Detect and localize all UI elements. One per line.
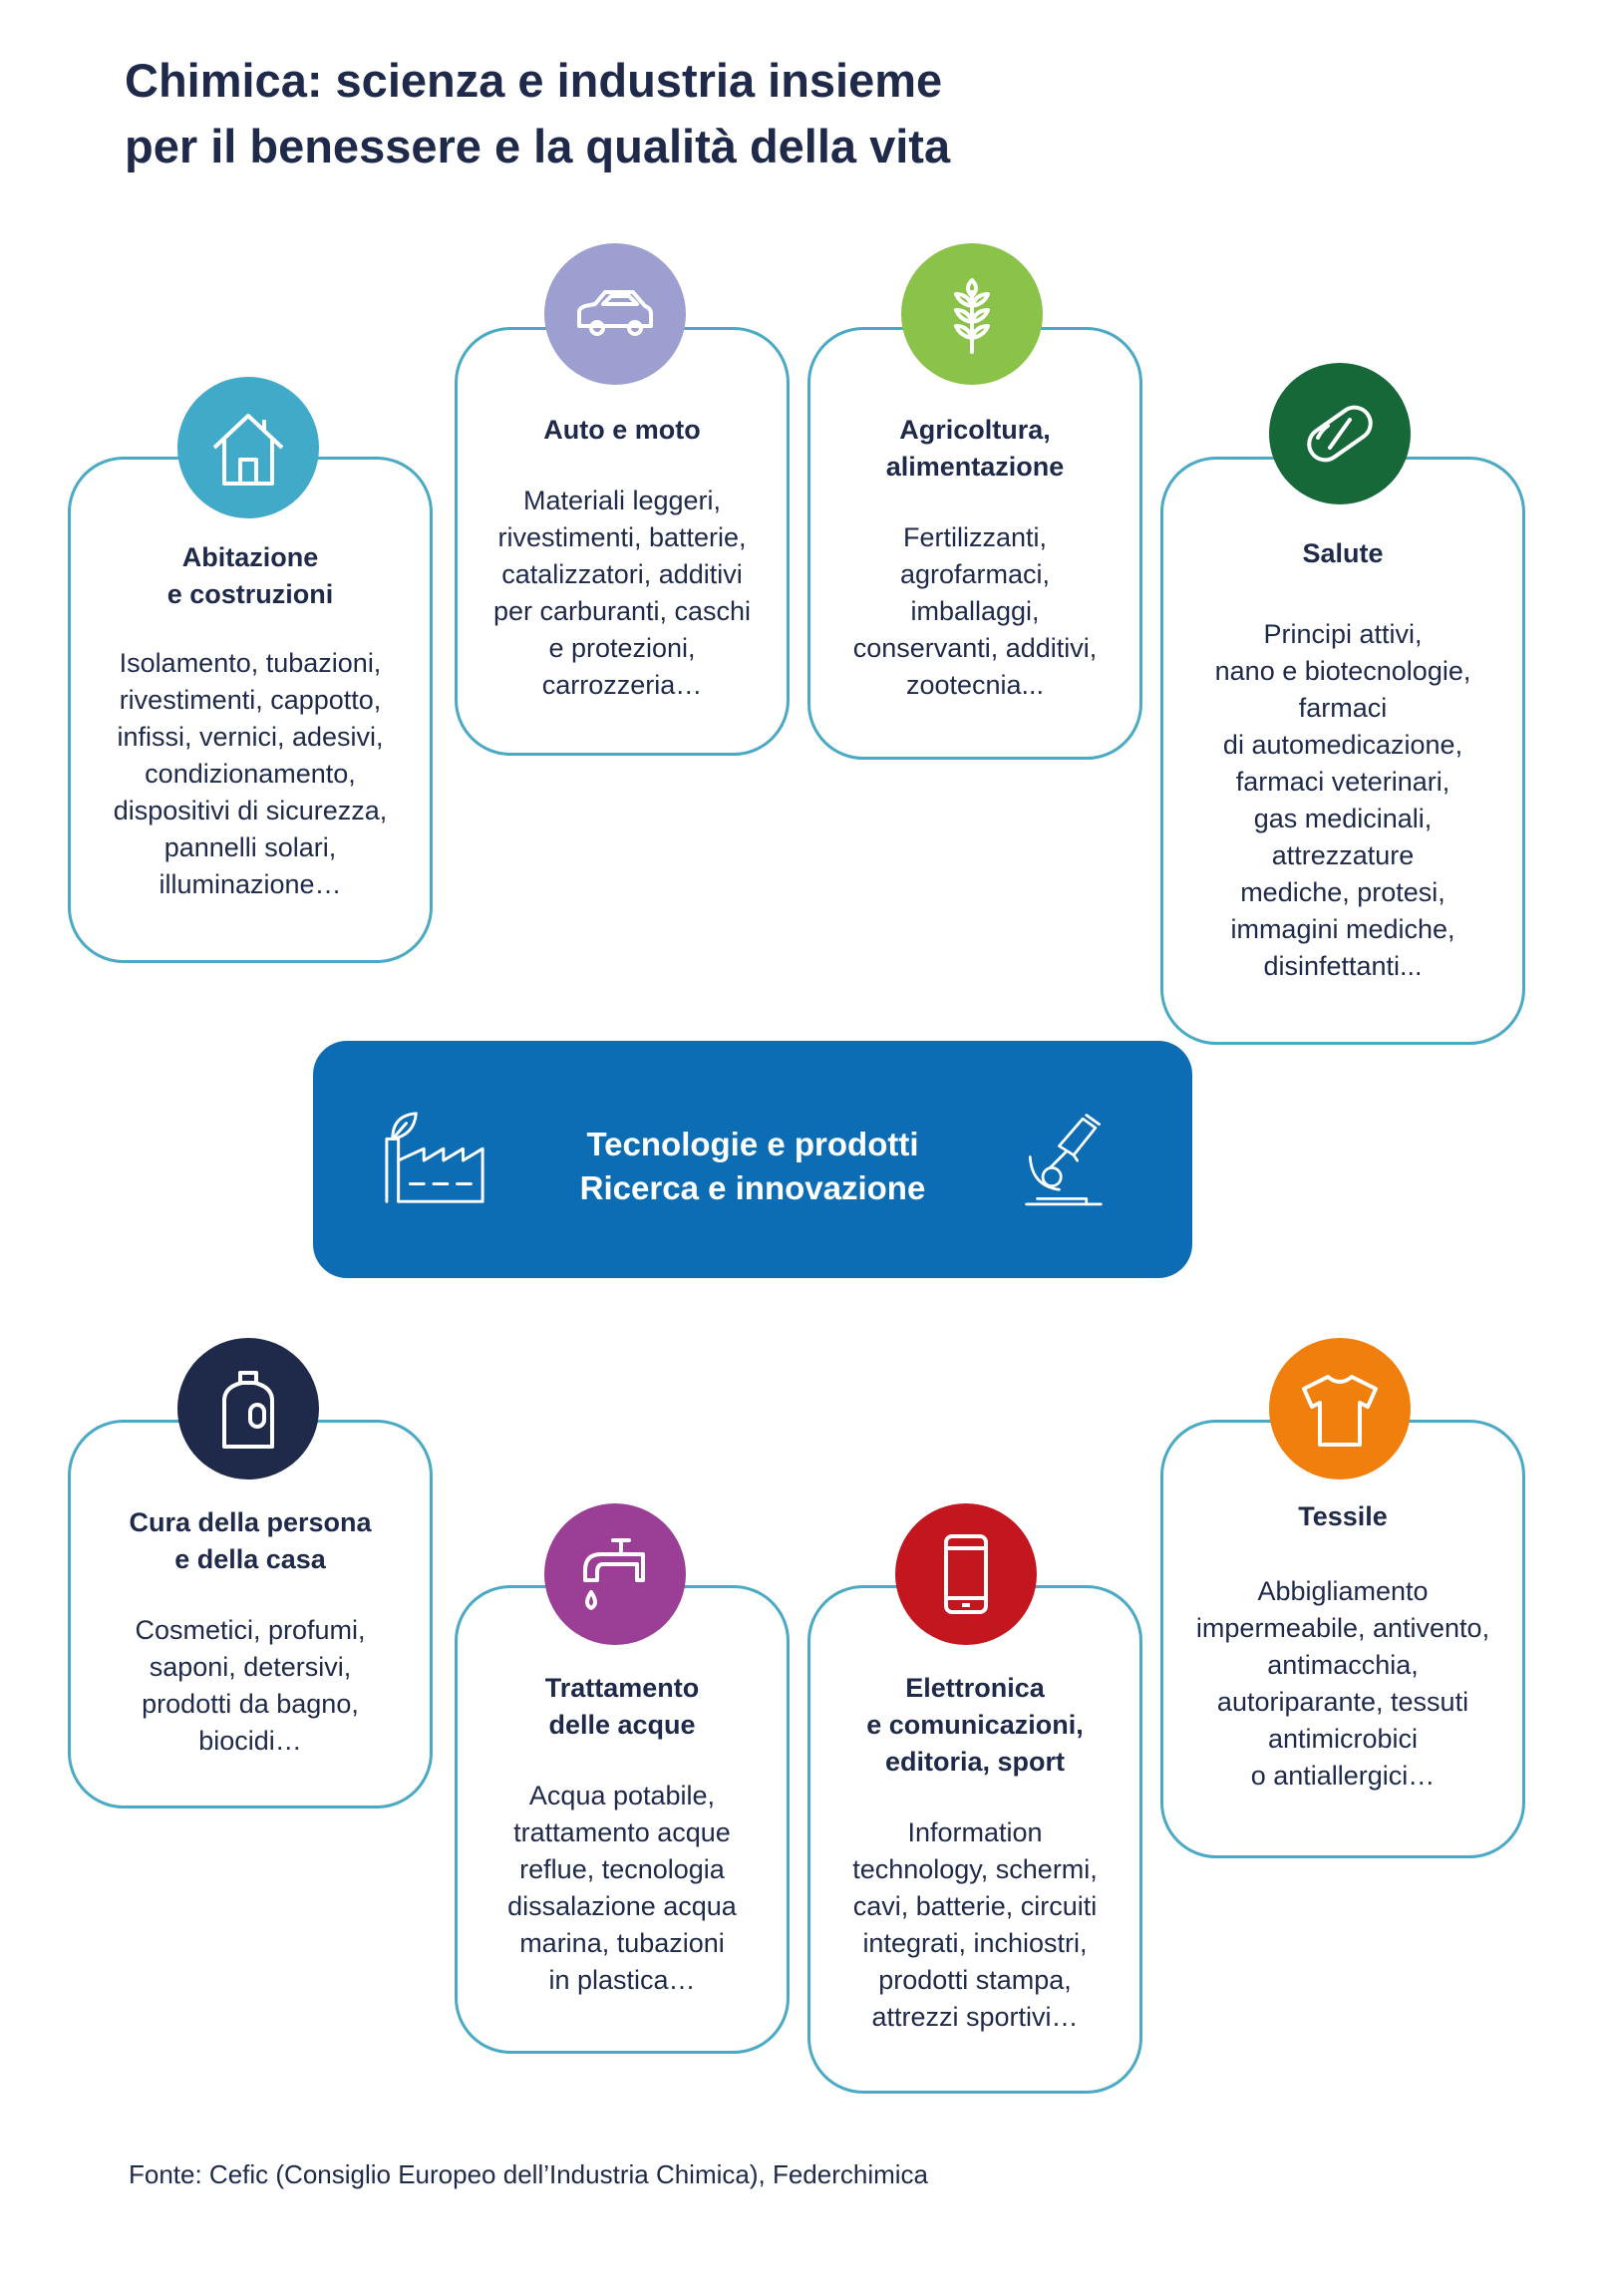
- card-body: Acqua potabile, trattamento acque reflue…: [507, 1781, 737, 1995]
- title-line-1: Chimica: scienza e industria insieme: [125, 54, 943, 107]
- card-tessile: Tessile Abbigliamento impermeabile, anti…: [1160, 1420, 1525, 1858]
- card-salute: Salute Principi attivi, nano e biotecnol…: [1160, 457, 1525, 1045]
- card-title: Abitazione e costruzioni: [166, 542, 334, 609]
- microscope-icon: [1025, 1114, 1103, 1206]
- card-body: Cosmetici, profumi, saponi, detersivi, p…: [135, 1615, 366, 1756]
- bottle-icon: [177, 1338, 319, 1479]
- title-line-2: per il benessere e la qualità della vita: [125, 120, 951, 172]
- card-elettronica: Elettronica e comunicazioni, editoria, s…: [807, 1585, 1142, 2094]
- house-icon: [177, 377, 319, 518]
- faucet-icon: [544, 1503, 686, 1645]
- card-abitazione: Abitazione e costruzioni Isolamento, tub…: [68, 457, 433, 963]
- center-banner: Tecnologie e prodotti Ricerca e innovazi…: [313, 1041, 1192, 1278]
- card-acque: Trattamento delle acque Acqua potabile, …: [455, 1585, 790, 2054]
- card-agricoltura: Agricoltura, alimentazione Fertilizzanti…: [807, 327, 1142, 760]
- source-note: Fonte: Cefic (Consiglio Europeo dell’Ind…: [129, 2159, 929, 2189]
- card-cura: Cura della persona e della casa Cosmetic…: [68, 1420, 433, 1808]
- card-body: Isolamento, tubazioni, rivestimenti, cap…: [113, 648, 388, 899]
- card-title: Elettronica e comunicazioni, editoria, s…: [866, 1673, 1084, 1777]
- center-line-1: Tecnologie e prodotti: [586, 1126, 919, 1162]
- center-line-2: Ricerca e innovazione: [579, 1169, 926, 1206]
- card-title: Auto e moto: [543, 415, 701, 445]
- card-body: Fertilizzanti, agrofarmaci, imballaggi, …: [852, 522, 1098, 700]
- center-text: Tecnologie e prodotti Ricerca e innovazi…: [313, 1123, 1192, 1210]
- card-body: Principi attivi, nano e biotecnologie, f…: [1214, 619, 1471, 981]
- smartphone-icon: [895, 1503, 1037, 1645]
- card-title: Trattamento delle acque: [544, 1673, 700, 1740]
- card-body: Information technology, schermi, cavi, b…: [852, 1817, 1098, 2032]
- wheat-icon: [901, 243, 1043, 385]
- page-title: Chimica: scienza e industria insieme per…: [125, 48, 1421, 179]
- card-auto: Auto e moto Materiali leggeri, rivestime…: [455, 327, 790, 756]
- car-icon: [544, 243, 686, 385]
- tshirt-icon: [1269, 1338, 1411, 1479]
- card-title: Agricoltura, alimentazione: [885, 415, 1065, 482]
- factory-leaf-icon: [385, 1112, 484, 1203]
- card-body: Abbigliamento impermeabile, antivento, a…: [1195, 1576, 1490, 1791]
- pill-icon: [1269, 363, 1411, 504]
- card-title: Cura della persona e della casa: [129, 1507, 372, 1574]
- card-title: Salute: [1302, 538, 1384, 568]
- card-title: Tessile: [1298, 1501, 1388, 1531]
- card-body: Materiali leggeri, rivestimenti, batteri…: [492, 486, 752, 700]
